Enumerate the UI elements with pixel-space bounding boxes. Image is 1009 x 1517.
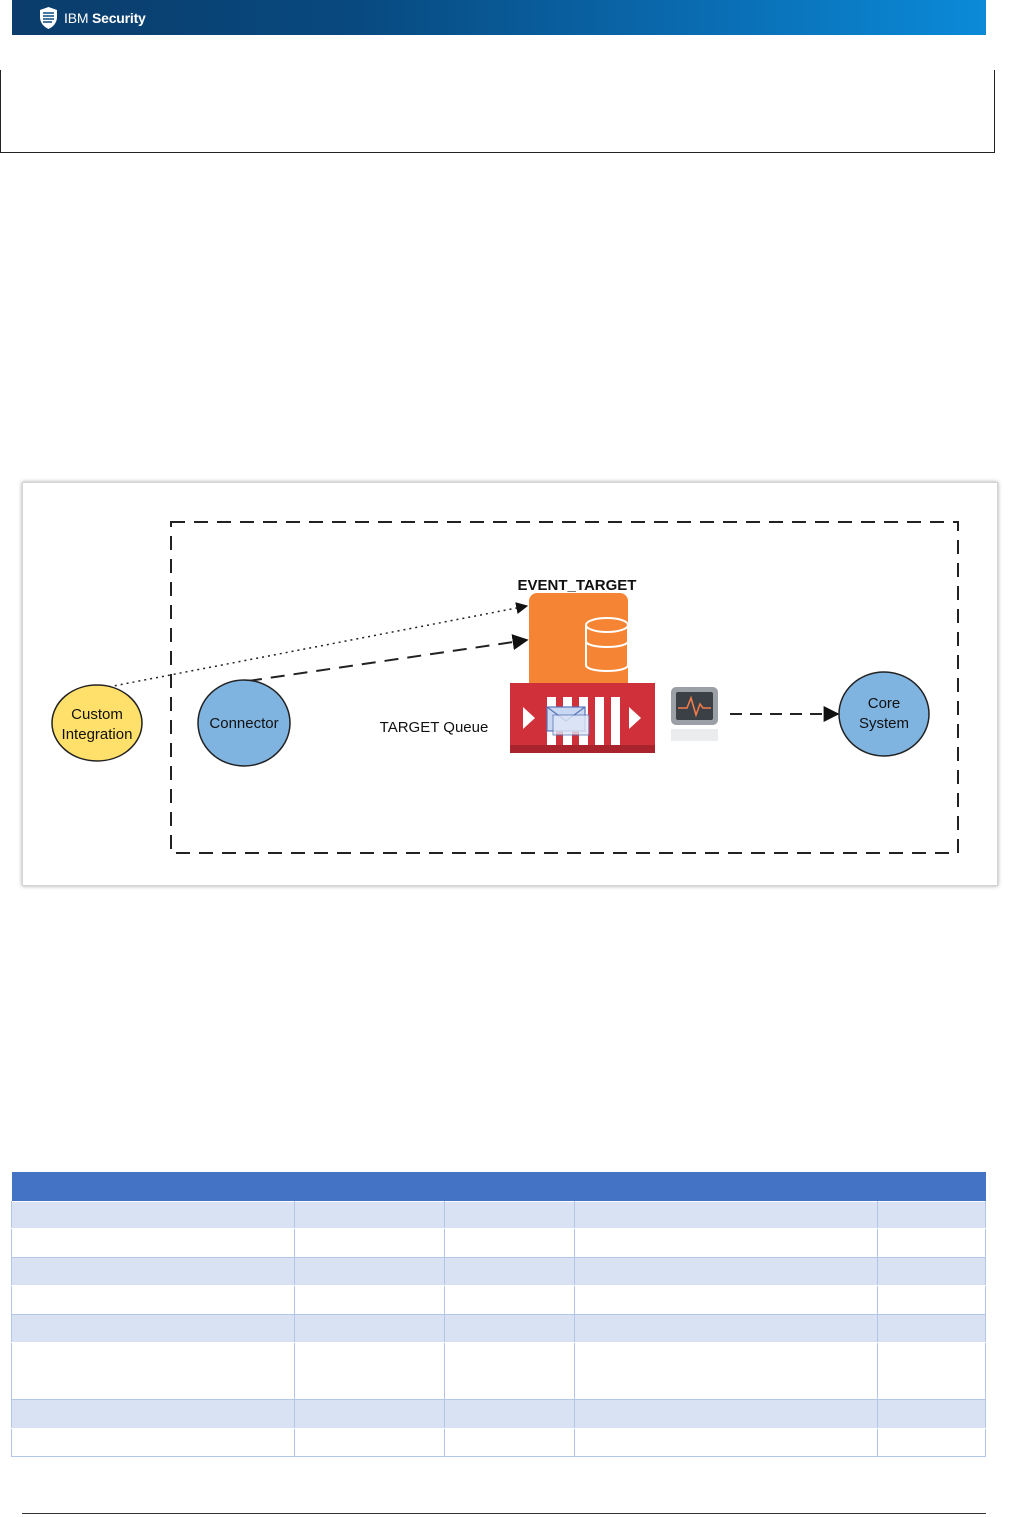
table-cell	[574, 1399, 878, 1429]
table-cell	[877, 1314, 986, 1343]
table-cell	[294, 1201, 445, 1229]
footer-divider	[22, 1513, 986, 1514]
table-cell	[444, 1257, 575, 1286]
ibm-security-logo: IBM Security	[40, 6, 146, 30]
table-cell	[11, 1228, 295, 1258]
table-cell	[11, 1399, 295, 1429]
table-row	[11, 1285, 986, 1315]
table-cell	[11, 1201, 295, 1229]
table-cell	[11, 1428, 295, 1457]
table-cell	[877, 1228, 986, 1258]
table-cell	[11, 1285, 295, 1315]
table-cell	[444, 1342, 575, 1400]
table-header-cell	[877, 1172, 986, 1202]
custom-integration-label-line1: Custom	[71, 706, 123, 723]
table-cell	[444, 1314, 575, 1343]
table-cell	[877, 1342, 986, 1400]
table-cell	[444, 1428, 575, 1457]
architecture-diagram: Custom Integration Connector EVENT_TARGE…	[22, 482, 998, 886]
table-cell	[294, 1399, 445, 1429]
connector-label: Connector	[209, 715, 278, 732]
table-cell	[574, 1257, 878, 1286]
dotted-arrow-integration-to-event-target	[102, 602, 529, 689]
database-icon	[529, 593, 629, 693]
table-header-cell	[11, 1172, 295, 1202]
table-cell	[294, 1428, 445, 1457]
table-cell	[11, 1342, 295, 1400]
system-boundary	[170, 521, 959, 854]
diagram-canvas: Custom Integration Connector EVENT_TARGE…	[51, 521, 959, 854]
brand-text: IBM Security	[64, 10, 146, 26]
table-cell	[574, 1201, 878, 1229]
event-target-label: EVENT_TARGET	[518, 577, 637, 594]
table-cell	[444, 1201, 575, 1229]
table-cell	[294, 1285, 445, 1315]
table-header-row	[11, 1172, 986, 1202]
envelope-icon	[546, 706, 590, 736]
custom-integration-node: Custom Integration	[51, 684, 143, 762]
table-header-cell	[574, 1172, 878, 1202]
table-cell	[877, 1428, 986, 1457]
table-cell	[11, 1314, 295, 1343]
table-row	[11, 1228, 986, 1258]
table-row	[11, 1399, 986, 1429]
brand-name: Security	[92, 10, 146, 26]
shield-icon	[40, 7, 57, 29]
table-header-cell	[294, 1172, 445, 1202]
table-row	[11, 1314, 986, 1343]
code-block	[0, 70, 995, 153]
dashed-arrow-connector-to-event-target	[247, 634, 529, 682]
core-system-label-line1: Core	[868, 695, 901, 712]
data-table	[11, 1172, 986, 1457]
core-system-label-line2: System	[859, 715, 909, 732]
table-cell	[294, 1314, 445, 1343]
table-row	[11, 1428, 986, 1457]
table-row	[11, 1342, 986, 1400]
table-cell	[877, 1285, 986, 1315]
table-cell	[574, 1314, 878, 1343]
table-cell	[877, 1399, 986, 1429]
table-cell	[11, 1257, 295, 1286]
table-header-cell	[444, 1172, 575, 1202]
table-cell	[294, 1228, 445, 1258]
table-cell	[877, 1201, 986, 1229]
brand-prefix: IBM	[64, 10, 89, 26]
table-cell	[574, 1285, 878, 1315]
connector-node: Connector	[197, 679, 291, 767]
table-cell	[877, 1257, 986, 1286]
table-cell	[294, 1257, 445, 1286]
monitor-icon	[671, 687, 718, 741]
header-band: IBM Security	[12, 0, 986, 35]
table-row	[11, 1257, 986, 1286]
table-cell	[574, 1228, 878, 1258]
table-cell	[294, 1342, 445, 1400]
table-cell	[574, 1428, 878, 1457]
table-cell	[444, 1399, 575, 1429]
table-row	[11, 1201, 986, 1229]
core-system-node: Core System	[838, 671, 930, 757]
table-cell	[574, 1342, 878, 1400]
target-queue-label: TARGET Queue	[380, 719, 489, 736]
table-cell	[444, 1285, 575, 1315]
custom-integration-label-line2: Integration	[62, 726, 133, 743]
table-cell	[444, 1228, 575, 1258]
